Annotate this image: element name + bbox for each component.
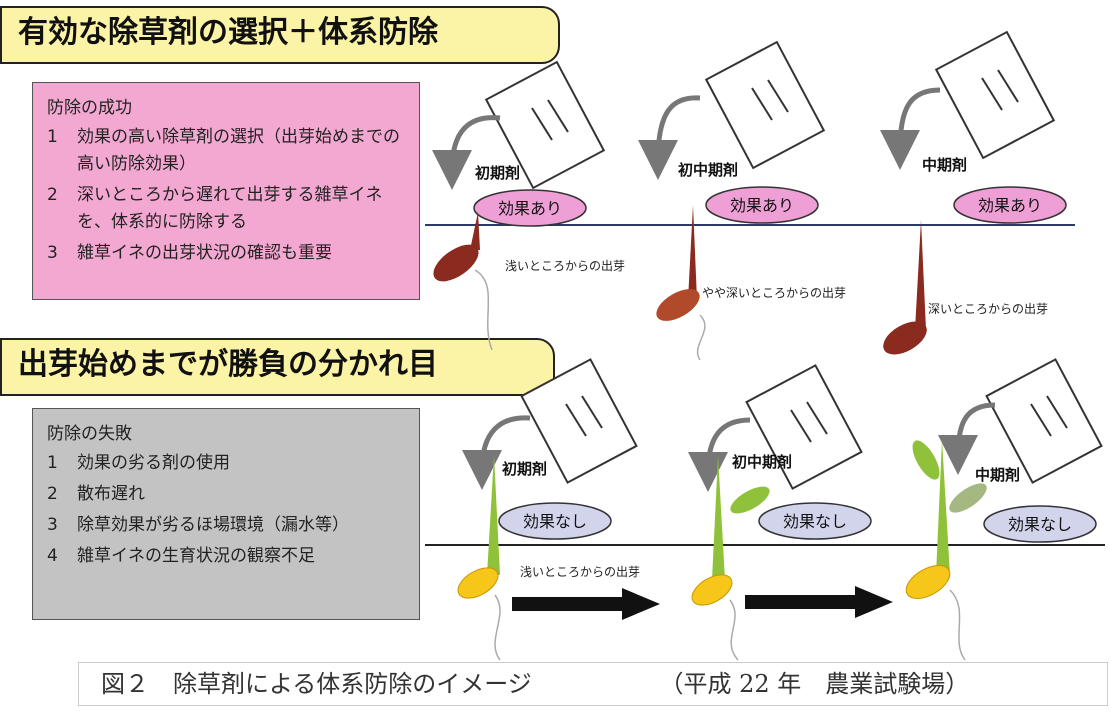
- weed-rice-sprout-1: [457, 455, 501, 661]
- success-item: 1 効果の高い除草剤の選択（出芽始めまでの高い防除効果）: [47, 124, 405, 178]
- failure-box: 防除の失敗 1 効果の劣る剤の使用 2 散布遅れ 3 除草効果が劣るほ場環境（漏…: [32, 408, 420, 620]
- effect-oval: [473, 189, 587, 227]
- weed-rice-seed-shallow: [433, 212, 493, 351]
- effect-label: 効果あり: [498, 199, 562, 218]
- failure-item: 4 雑草イネの生育状況の観察不足: [47, 543, 405, 570]
- success-box: 防除の成功 1 効果の高い除草剤の選択（出芽始めまでの高い防除効果） 2 深いと…: [32, 82, 420, 300]
- item-number: 4: [47, 546, 58, 566]
- caption-source: （平成 22 年 農業試験場）: [659, 670, 970, 698]
- effect-label: 効果なし: [783, 512, 847, 531]
- spray-arrow-icon: [938, 402, 996, 475]
- banner-emergence-start: 出芽始めまでが勝負の分かれ目: [0, 338, 555, 396]
- effect-label: 効果なし: [523, 512, 587, 531]
- spray-arrow-icon: [462, 415, 531, 490]
- herbicide-label-early: 初期剤: [475, 164, 520, 182]
- spray-arrow-icon: [638, 95, 701, 180]
- failure-item: 3 除草効果が劣るほ場環境（漏水等）: [47, 512, 405, 539]
- weed-rice-seed-deep: [883, 220, 927, 355]
- weed-rice-sprout-2: [691, 455, 770, 661]
- failure-item: 2 散布遅れ: [47, 481, 405, 508]
- success-heading: 防除の成功: [47, 98, 132, 118]
- sprayer-icon: [704, 40, 826, 170]
- sprayer-icon: [985, 358, 1103, 484]
- herbicide-label-early: 初期剤: [502, 460, 547, 478]
- spray-arrow-icon: [432, 115, 501, 190]
- item-number: 3: [47, 243, 58, 263]
- depth-label: 浅いところからの出芽: [505, 259, 625, 273]
- depth-label: 深いところからの出芽: [928, 302, 1048, 316]
- item-number: 3: [47, 515, 58, 535]
- weed-rice-seed-mid: [656, 205, 706, 361]
- item-number: 2: [47, 185, 58, 205]
- depth-label: 浅いところからの出芽: [520, 565, 640, 579]
- item-text: 雑草イネの生育状況の観察不足: [77, 546, 315, 566]
- item-text: 散布遅れ: [77, 484, 145, 504]
- herbicide-label-early-mid: 初中期剤: [678, 161, 738, 179]
- item-text: 効果の劣る剤の使用: [77, 453, 230, 473]
- depth-label: やや深いところからの出芽: [702, 286, 846, 300]
- herbicide-label-mid: 中期剤: [975, 466, 1020, 484]
- item-text: 効果の高い除草剤の選択（出芽始めまでの高い防除効果）: [77, 127, 400, 174]
- item-text: 除草効果が劣るほ場環境（漏水等）: [77, 515, 349, 535]
- failure-item: 1 効果の劣る剤の使用: [47, 450, 405, 477]
- item-number: 1: [47, 127, 58, 147]
- caption-title: 図２ 除草剤による体系防除のイメージ: [101, 670, 532, 698]
- item-text: 雑草イネの出芽状況の確認も重要: [77, 243, 332, 263]
- progression-arrow-icon: [745, 586, 893, 618]
- herbicide-label-mid: 中期剤: [922, 156, 967, 174]
- sprayer-icon: [745, 364, 863, 490]
- spray-arrow-icon: [688, 417, 751, 492]
- item-number: 2: [47, 484, 58, 504]
- item-text: 深いところから遅れて出芽する雑草イネを、体系的に防除する: [77, 185, 383, 232]
- effect-oval: [953, 186, 1067, 224]
- no-effect-oval: [498, 502, 612, 540]
- sprayer-icon: [484, 60, 606, 190]
- no-effect-oval: [758, 502, 872, 540]
- figure-caption: 図２ 除草剤による体系防除のイメージ （平成 22 年 農業試験場）: [78, 662, 1108, 706]
- weed-rice-sprout-3: [905, 440, 987, 661]
- effect-oval: [705, 186, 819, 224]
- effect-label: 効果なし: [1008, 515, 1072, 534]
- no-effect-oval: [983, 505, 1097, 543]
- banner-effective-herbicide: 有効な除草剤の選択＋体系防除: [0, 6, 560, 64]
- success-item: 2 深いところから遅れて出芽する雑草イネを、体系的に防除する: [47, 182, 405, 236]
- sprayer-icon: [520, 358, 638, 484]
- effect-label: 効果あり: [730, 196, 794, 215]
- item-number: 1: [47, 453, 58, 473]
- spray-arrow-icon: [880, 87, 941, 170]
- progression-arrow-icon: [512, 588, 660, 620]
- failure-heading: 防除の失敗: [47, 424, 132, 444]
- sprayer-icon: [934, 30, 1056, 160]
- herbicide-label-early-mid: 初中期剤: [732, 453, 792, 471]
- success-item: 3 雑草イネの出芽状況の確認も重要: [47, 240, 405, 267]
- effect-label: 効果あり: [978, 196, 1042, 215]
